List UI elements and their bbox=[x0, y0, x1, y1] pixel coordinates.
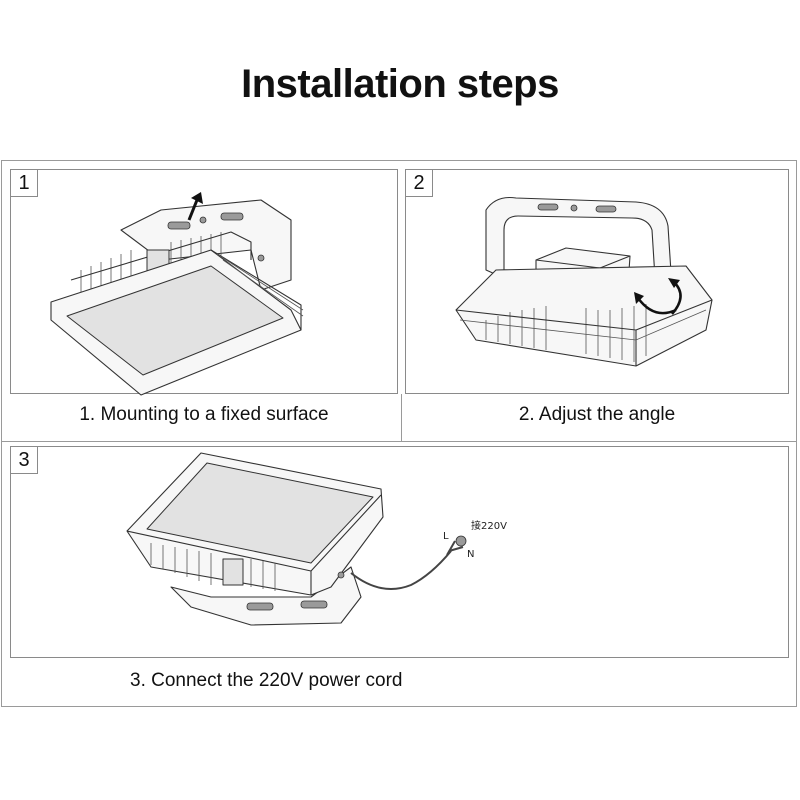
step-3-panel: 3 L N 接220V bbox=[10, 446, 789, 658]
step-3-caption: 3. Connect the 220V power cord bbox=[130, 670, 403, 691]
page-title: Installation steps bbox=[241, 62, 559, 106]
live-label: L bbox=[443, 531, 449, 542]
step-1-caption: 1. Mounting to a fixed surface bbox=[79, 404, 329, 425]
step-2-illustration bbox=[455, 196, 713, 367]
step-2-panel: 2 bbox=[405, 169, 789, 394]
voltage-label: 接220V bbox=[471, 519, 507, 532]
step-1-panel: 1 bbox=[10, 169, 398, 396]
step-1-number: 1 bbox=[11, 170, 38, 197]
steps-frame bbox=[1, 160, 797, 707]
neutral-label: N bbox=[467, 549, 474, 560]
caption-row-divider bbox=[1, 441, 797, 442]
step-3-number: 3 bbox=[11, 447, 38, 474]
step-1-illustration bbox=[50, 192, 304, 396]
step-2-caption: 2. Adjust the angle bbox=[518, 404, 676, 425]
caption-column-divider bbox=[401, 394, 402, 441]
step-3-illustration: L N 接220V bbox=[126, 452, 507, 626]
step-2-number: 2 bbox=[406, 170, 433, 197]
